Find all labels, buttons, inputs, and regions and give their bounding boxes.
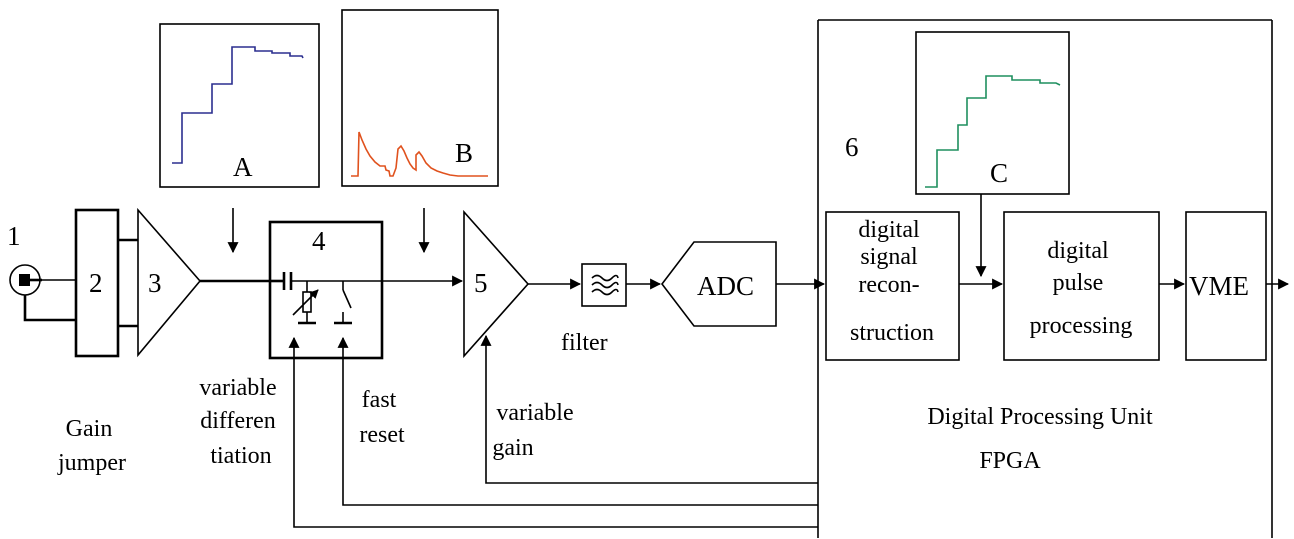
block-number-1: 1 bbox=[7, 221, 21, 251]
block-number-4: 4 bbox=[312, 226, 326, 256]
block-number-2: 2 bbox=[89, 268, 103, 298]
feedback-fast-reset bbox=[337, 336, 818, 506]
inset-a-trace bbox=[172, 46, 304, 164]
block-number-6: 6 bbox=[845, 132, 859, 162]
block-number-3: 3 bbox=[148, 268, 162, 298]
vme-label: VME bbox=[1189, 271, 1249, 301]
inset-c-label: C bbox=[990, 158, 1008, 188]
fast-reset-label: fast reset bbox=[359, 387, 405, 448]
variable-differentiation-label: variable differen tiation bbox=[199, 375, 282, 469]
inset-c-plot: C bbox=[915, 31, 1070, 195]
variable-gain-label: variable gain bbox=[492, 400, 579, 461]
block-number-5: 5 bbox=[474, 268, 488, 298]
inset-a-label: A bbox=[233, 152, 253, 182]
input-connector bbox=[9, 264, 78, 322]
signal-reconstruction-label: digital signal recon- struction bbox=[850, 217, 934, 346]
adc-label: ADC bbox=[697, 271, 754, 301]
shaping-amplifier-5 bbox=[463, 209, 530, 359]
preamplifier-3 bbox=[137, 207, 202, 358]
vme-block bbox=[1185, 211, 1267, 361]
gain-jumper-label: Gain jumper bbox=[57, 416, 126, 476]
feedback-variable-differentiation bbox=[288, 336, 818, 528]
inset-a-plot: A bbox=[159, 23, 320, 188]
gain-jumper-block bbox=[74, 208, 120, 358]
filter-block bbox=[581, 263, 627, 307]
inset-b-plot: B bbox=[341, 9, 499, 187]
feedback-variable-gain bbox=[480, 334, 818, 484]
differentiation-block-4 bbox=[268, 220, 384, 360]
signal-reconstruction-block bbox=[825, 211, 960, 361]
pulse-processing-block bbox=[1003, 211, 1160, 361]
inset-b-label: B bbox=[455, 138, 473, 168]
inset-c-trace bbox=[925, 75, 1061, 188]
inset-b-trace bbox=[351, 131, 488, 177]
processing-unit-label: Digital Processing Unit FPGA bbox=[927, 404, 1158, 474]
filter-label: filter bbox=[561, 330, 608, 356]
pulse-processing-label: digital pulse processing bbox=[1030, 238, 1133, 339]
